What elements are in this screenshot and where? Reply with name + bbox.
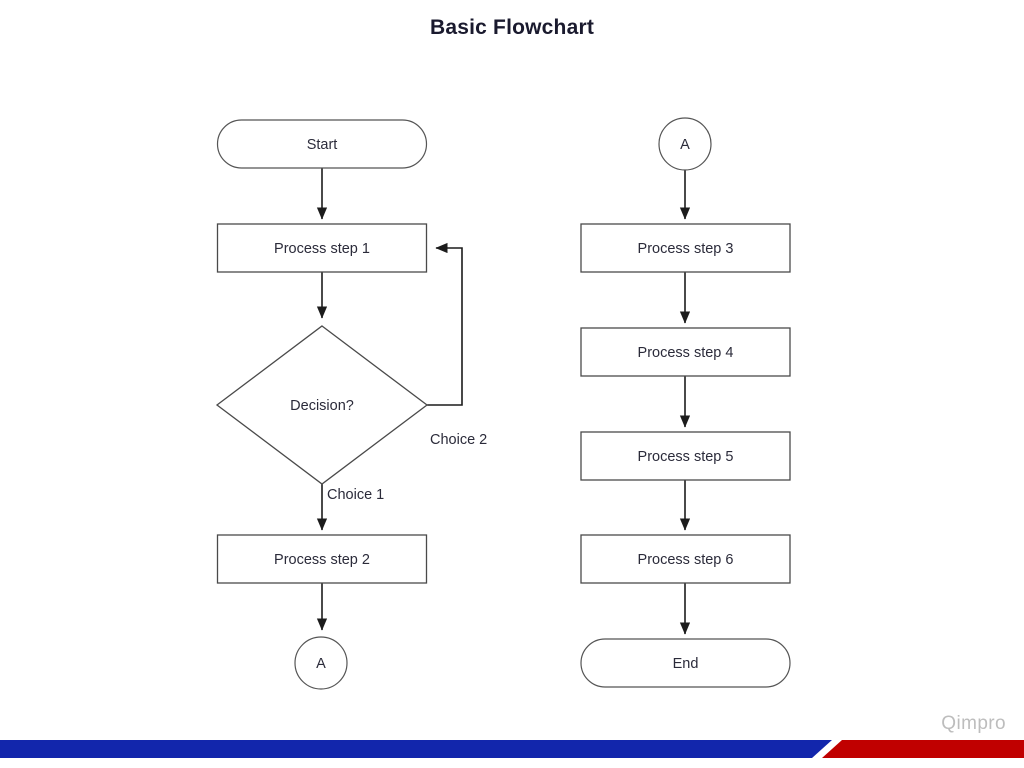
process-step-3-shape: [580, 223, 791, 273]
process-step-5-label: Process step 5: [638, 449, 734, 465]
process-step-5-shape: [580, 431, 791, 481]
connector-a-in-label: A: [680, 137, 690, 153]
process-step-3-label: Process step 3: [638, 241, 734, 257]
end-label: End: [673, 656, 699, 672]
decision-diamond-shape: [215, 325, 429, 485]
process-step-4-shape: [580, 327, 791, 377]
node-process-step-5[interactable]: Process step 5: [580, 431, 791, 481]
node-process-step-4[interactable]: Process step 4: [580, 327, 791, 377]
process-step-4-label: Process step 4: [638, 345, 734, 361]
connector-a-in-shape: [658, 117, 712, 171]
edge-decision-loop-to-process-1: [427, 242, 463, 406]
decision-label: Decision?: [290, 398, 354, 414]
process-step-2-shape: [216, 534, 428, 584]
start-terminator-shape: [216, 119, 428, 169]
footer-bar-left-blue: [0, 740, 832, 758]
process-step-2-label: Process step 2: [274, 552, 370, 568]
node-process-step-1[interactable]: Process step 1: [216, 223, 428, 273]
node-end[interactable]: End: [580, 638, 791, 688]
process-step-1-shape: [216, 223, 428, 273]
footer-accent-bar: [0, 740, 1024, 758]
process-step-1-label: Process step 1: [274, 241, 370, 257]
edge-label-group: Choice 1 Choice 2: [327, 432, 487, 503]
node-start[interactable]: Start: [216, 119, 428, 169]
end-terminator-shape: [580, 638, 791, 688]
brand-logo: Qimpro: [941, 713, 1006, 734]
start-label: Start: [307, 137, 338, 153]
process-step-6-shape: [580, 534, 791, 584]
page-title: Basic Flowchart: [429, 16, 595, 39]
node-process-step-6[interactable]: Process step 6: [580, 534, 791, 584]
process-step-6-label: Process step 6: [638, 552, 734, 568]
node-connector-a-in[interactable]: A: [658, 117, 712, 171]
connector-a-out-label: A: [316, 656, 326, 672]
connector-a-out-shape: [294, 636, 348, 690]
node-connector-a-out[interactable]: A: [294, 636, 348, 690]
node-decision[interactable]: Decision?: [215, 325, 429, 485]
edge-group: [316, 168, 691, 635]
footer-bar-right-red: [822, 740, 1024, 758]
edge-label-choice-2: Choice 2: [430, 432, 487, 448]
node-process-step-2[interactable]: Process step 2: [216, 534, 428, 584]
node-process-step-3[interactable]: Process step 3: [580, 223, 791, 273]
edge-label-choice-1: Choice 1: [327, 487, 384, 503]
